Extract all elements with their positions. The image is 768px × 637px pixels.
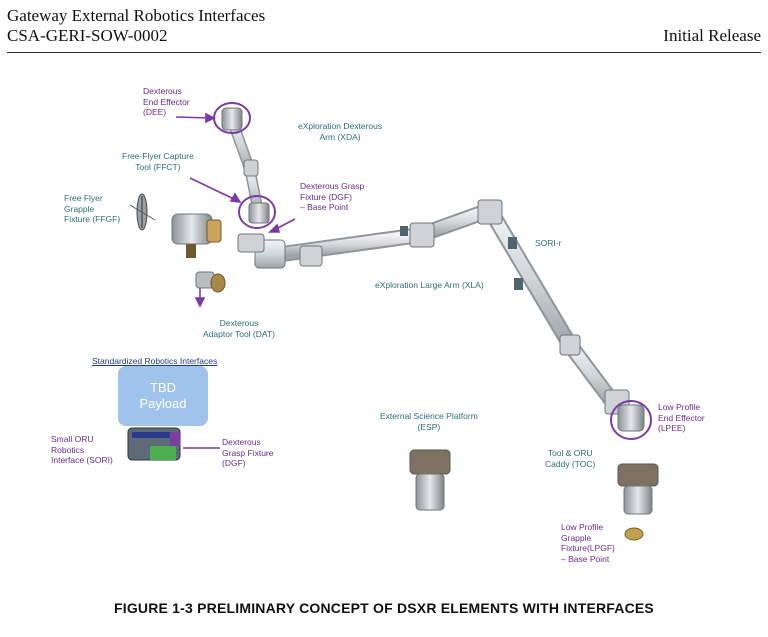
label-tbd-payload: TBD Payload xyxy=(139,380,187,411)
page-header: Gateway External Robotics Interfaces CSA… xyxy=(7,6,761,46)
label-lpee: Low Profile End Effector (LPEE) xyxy=(658,402,705,433)
label-dat: Dexterous Adaptor Tool (DAT) xyxy=(203,318,275,339)
document-number: CSA-GERI-SOW-0002 xyxy=(7,26,168,45)
label-toc: Tool & ORU Caddy (TOC) xyxy=(545,448,596,469)
figure-illustration xyxy=(118,102,659,541)
label-standardized-interfaces: Standardized Robotics Interfaces xyxy=(92,356,218,366)
dsxr-concept-figure: Dexterous End Effector (DEE) eXploration… xyxy=(0,60,768,600)
xda-arm xyxy=(221,107,270,253)
label-ffgf: Free Flyer Grapple Fixture (FFGF) xyxy=(64,193,121,224)
label-xla: eXploration Large Arm (XLA) xyxy=(375,280,484,290)
callout-arrows xyxy=(175,112,296,308)
ffgf-fixture xyxy=(129,193,156,231)
label-esp: External Science Platform (ESP) xyxy=(380,411,478,432)
label-dee: Dexterous End Effector (DEE) xyxy=(143,86,190,117)
lpgf-fixture xyxy=(624,527,644,541)
sori-hardware xyxy=(127,427,181,461)
ffct-tool xyxy=(171,213,222,258)
dgf-highlight-circle xyxy=(238,195,276,229)
label-sori: Small ORU Robotics Interface (SORI) xyxy=(51,434,113,465)
document-title: Gateway External Robotics Interfaces xyxy=(7,6,266,25)
esp-hardware xyxy=(409,449,451,511)
xla-arm xyxy=(254,199,645,432)
label-xda: eXploration Dexterous Arm (XDA) xyxy=(298,121,383,142)
release-status: Initial Release xyxy=(663,26,761,45)
label-sori-r: SORI-r xyxy=(535,238,562,248)
label-dgf: Dexterous Grasp Fixture (DGF) xyxy=(222,437,274,468)
toc-hardware xyxy=(617,463,659,515)
lpee-highlight-circle xyxy=(610,400,652,440)
label-dgf-base-point: Dexterous Grasp Fixture (DGF) – Base Poi… xyxy=(300,181,365,212)
label-ffct: Free-Flyer Capture Tool (FFCT) xyxy=(122,151,194,172)
figure-caption: FIGURE 1-3 PRELIMINARY CONCEPT OF DSXR E… xyxy=(114,600,654,616)
header-rule xyxy=(7,52,761,53)
tbd-payload-box xyxy=(118,366,208,426)
label-lpgf-base-point: Low Profile Grapple Fixture(LPGF) – Base… xyxy=(561,522,615,564)
dat-tool xyxy=(195,271,226,293)
